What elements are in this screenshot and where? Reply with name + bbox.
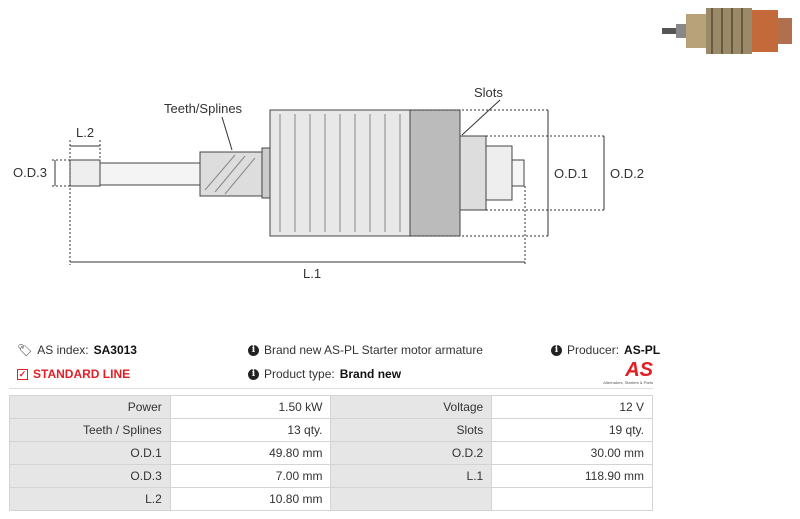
producer: i Producer: AS-PL <box>551 343 660 357</box>
standard-line-text: STANDARD LINE <box>33 367 131 381</box>
spec-label: Teeth / Splines <box>9 418 171 442</box>
producer-value: AS-PL <box>624 343 661 357</box>
od3-label: O.D.3 <box>13 165 47 180</box>
product-type-label: Product type: <box>264 367 335 381</box>
divider <box>9 388 653 389</box>
od1-label: O.D.1 <box>554 166 588 181</box>
armature-diagram <box>52 99 605 265</box>
producer-label: Producer: <box>567 343 620 357</box>
spec-label: L.2 <box>9 487 171 511</box>
teeth-splines-label: Teeth/Splines <box>164 101 243 116</box>
spec-value: 10.80 mm <box>169 487 332 511</box>
as-index-value: SA3013 <box>93 343 137 357</box>
info-icon: i <box>248 344 259 356</box>
spec-label: Slots <box>330 418 493 442</box>
spec-value: 118.90 mm <box>491 464 653 488</box>
as-index-label: AS index: <box>37 343 89 357</box>
spec-label: Voltage <box>330 395 493 419</box>
od2-label: O.D.2 <box>610 166 644 181</box>
spec-label: O.D.1 <box>9 441 171 465</box>
slots-label: Slots <box>474 85 503 100</box>
checkbox-icon: ✓ <box>17 368 28 380</box>
tag-icon: 🏷 <box>17 343 33 357</box>
spec-label: Power <box>9 395 171 419</box>
as-index: 🏷 AS index: SA3013 <box>17 343 137 357</box>
l2-label: L.2 <box>76 125 95 140</box>
spec-value: 30.00 mm <box>491 441 653 465</box>
info-icon: i <box>551 344 562 356</box>
spec-value: 12 V <box>491 395 653 419</box>
spec-value: 1.50 kW <box>169 395 332 419</box>
spec-value <box>491 487 653 511</box>
l1-label: L.1 <box>303 266 322 281</box>
description-text: Brand new AS-PL Starter motor armature <box>264 343 483 357</box>
spec-label: O.D.3 <box>9 464 171 488</box>
product-type-value: Brand new <box>339 367 402 381</box>
spec-label: L.1 <box>330 464 493 488</box>
spec-label: O.D.2 <box>330 441 493 465</box>
info-icon: i <box>248 368 259 380</box>
spec-value: 7.00 mm <box>169 464 332 488</box>
product-thumbnail[interactable] <box>660 0 800 60</box>
spec-label <box>330 487 493 511</box>
spec-value: 13 qty. <box>169 418 332 442</box>
spec-value: 19 qty. <box>491 418 653 442</box>
standard-line[interactable]: ✓ STANDARD LINE <box>17 367 130 381</box>
logo-text: AS <box>625 359 653 381</box>
description: i Brand new AS-PL Starter motor armature <box>248 343 483 357</box>
spec-value: 49.80 mm <box>169 441 332 465</box>
logo-tagline: Alternators, Starters & Parts <box>603 380 653 385</box>
as-pl-logo: AS Alternators, Starters & Parts <box>588 360 653 385</box>
product-type: i Product type: Brand new <box>248 367 401 381</box>
